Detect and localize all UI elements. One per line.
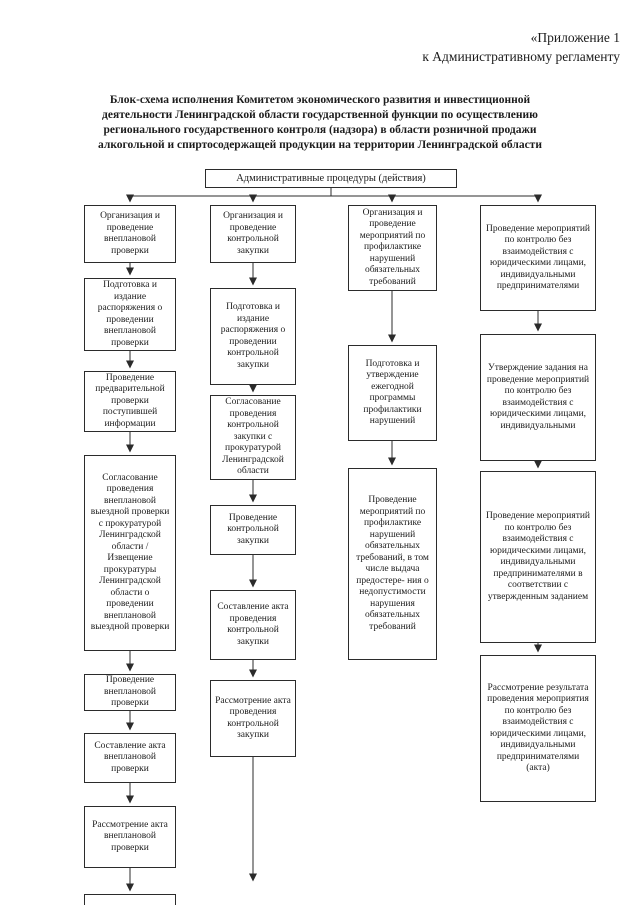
flow-box-col2-row5: Составление акта проведения контрольной … bbox=[210, 590, 296, 660]
flow-box-col2-row6: Рассмотрение акта проведения контрольной… bbox=[210, 680, 296, 757]
flow-box-col1-row8-partial bbox=[84, 894, 176, 905]
flow-box-col4-row1: Проведение мероприятий по контролю без в… bbox=[480, 205, 596, 311]
flow-box-col1-row7: Рассмотрение акта внеплановой проверки bbox=[84, 806, 176, 868]
flow-box-col3-row2: Подготовка и утверждение ежегодной прогр… bbox=[348, 345, 437, 441]
flow-box-col2-row4: Проведение контрольной закупки bbox=[210, 505, 296, 555]
document-title: Блок-схема исполнения Комитетом экономич… bbox=[98, 94, 542, 151]
flow-box-col3-row1: Организация и проведение мероприятий по … bbox=[348, 205, 437, 291]
appendix-line2: к Административному регламенту bbox=[422, 49, 620, 64]
flow-box-col4-row3: Проведение мероприятий по контролю без в… bbox=[480, 471, 596, 643]
flow-box-col1-row4: Согласование проведения внеплановой выез… bbox=[84, 455, 176, 651]
flow-box-col4-row4: Рассмотрение результата проведения мероп… bbox=[480, 655, 596, 802]
flow-box-col2-row2: Подготовка и издание распоряжения о пров… bbox=[210, 288, 296, 385]
flow-box-col1-row1: Организация и проведение внеплановой про… bbox=[84, 205, 176, 263]
appendix-annotation: «Приложение 1 к Административному реглам… bbox=[422, 28, 620, 66]
appendix-line1: «Приложение 1 bbox=[530, 30, 620, 45]
flow-box-col1-row6: Составление акта внеплановой проверки bbox=[84, 733, 176, 783]
flow-box-root: Административные процедуры (действия) bbox=[205, 169, 457, 188]
flow-box-col1-row3: Проведение предварительной проверки пост… bbox=[84, 371, 176, 432]
flow-box-col1-row5: Проведение внеплановой проверки bbox=[84, 674, 176, 711]
flow-box-col2-row1: Организация и проведение контрольной зак… bbox=[210, 205, 296, 263]
flow-box-col3-row3: Проведение мероприятий по профилактике н… bbox=[348, 468, 437, 660]
flow-box-col4-row2: Утверждение задания на проведение меропр… bbox=[480, 334, 596, 461]
flow-box-col1-row2: Подготовка и издание распоряжения о пров… bbox=[84, 278, 176, 351]
flow-box-col2-row3: Согласование проведения контрольной заку… bbox=[210, 395, 296, 480]
